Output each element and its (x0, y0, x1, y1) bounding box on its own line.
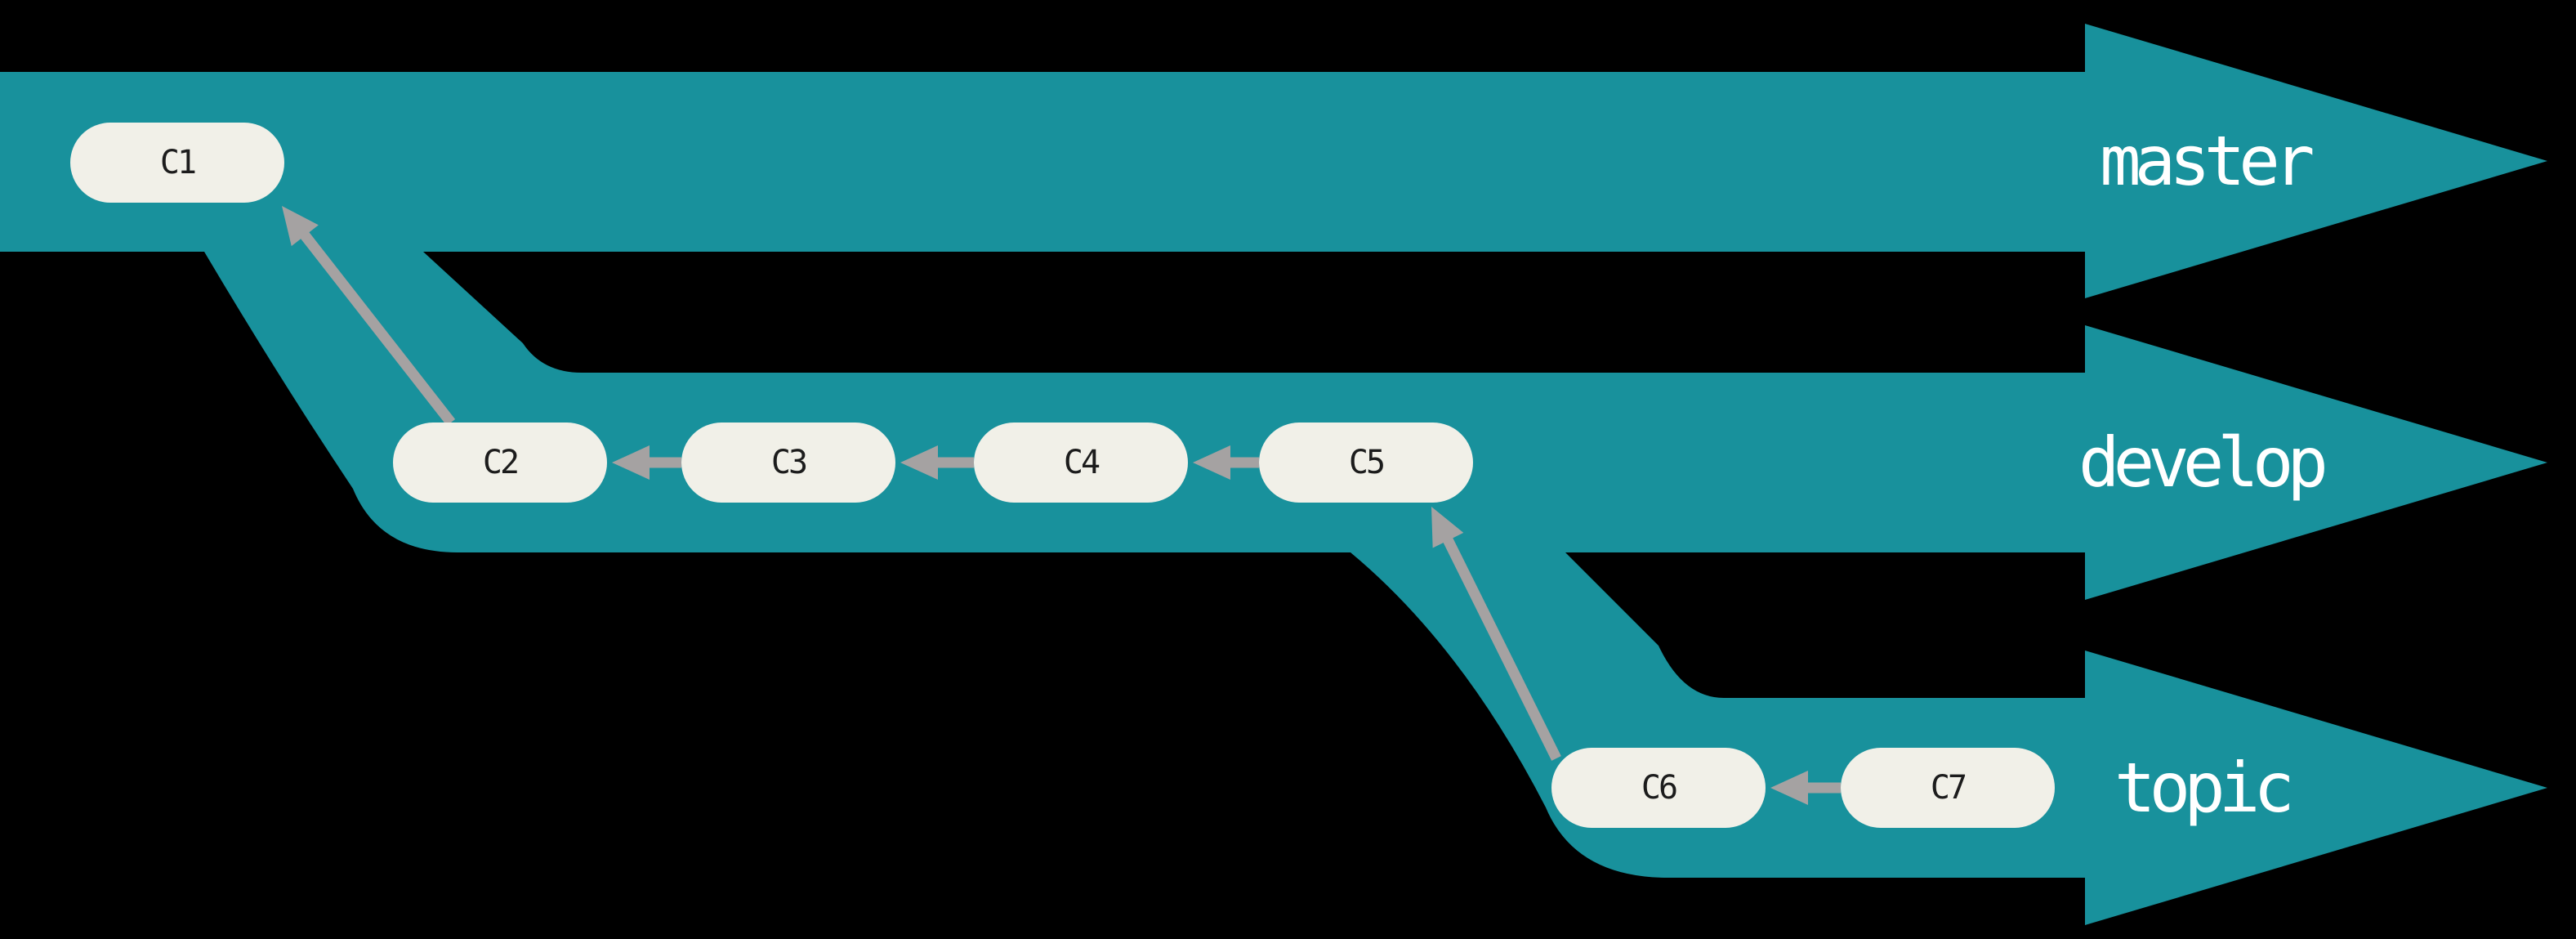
topic-band-stem (1351, 552, 2085, 878)
parent-arrowhead-icon (1431, 507, 1464, 548)
commit-pill (1841, 748, 2055, 828)
parent-arrowhead-icon (282, 206, 319, 247)
master-band-stem (0, 72, 2085, 252)
commit-label-c1: C1 (160, 144, 195, 181)
commit-node-c2: C2 (393, 423, 607, 503)
branch-band-develop: develop (204, 252, 2547, 600)
branch-band-topic: topic (1351, 552, 2547, 925)
commit-pill (1551, 748, 1766, 828)
parent-arrowhead-icon (1193, 445, 1230, 480)
parent-arrow-c6-to-c5 (1431, 507, 1561, 761)
branch-label-develop: develop (2078, 423, 2324, 503)
parent-arrow-c7-to-c6 (1770, 771, 1841, 805)
commit-node-c6: C6 (1551, 748, 1766, 828)
commit-label-c4: C4 (1064, 444, 1100, 481)
master-arrowhead-icon (2085, 24, 2547, 298)
commit-label-c5: C5 (1349, 444, 1383, 481)
parent-arrowhead-icon (1770, 771, 1808, 805)
parent-arrows-layer (282, 206, 1841, 805)
parent-arrowhead-icon (612, 445, 650, 480)
develop-arrowhead-icon (2085, 325, 2547, 600)
parent-arrow-c3-to-c2 (612, 445, 681, 480)
commit-pill (70, 123, 284, 203)
commit-label-c7: C7 (1931, 769, 1966, 807)
commit-label-c6: C6 (1641, 769, 1676, 807)
commit-node-c1: C1 (70, 123, 284, 203)
parent-arrow-c4-to-c3 (900, 445, 974, 480)
branch-band-master: master (0, 24, 2547, 298)
commit-pill (1259, 423, 1473, 503)
topic-arrowhead-icon (2085, 651, 2547, 925)
commit-node-c3: C3 (681, 423, 895, 503)
parent-arrowhead-icon (900, 445, 938, 480)
parent-arrow-c2-to-c1 (282, 206, 456, 427)
commit-label-c3: C3 (771, 444, 806, 481)
branch-label-master: master (2100, 121, 2313, 201)
commit-node-c5: C5 (1259, 423, 1473, 503)
commit-pill (681, 423, 895, 503)
parent-arrow-shaft (298, 230, 456, 427)
commit-pill (393, 423, 607, 503)
commit-label-c2: C2 (483, 444, 517, 481)
commit-node-c4: C4 (974, 423, 1188, 503)
commit-pill (974, 423, 1188, 503)
parent-arrow-c5-to-c4 (1193, 445, 1259, 480)
develop-band-stem (204, 252, 2085, 552)
commit-node-c7: C7 (1841, 748, 2055, 828)
parent-arrow-shaft (1441, 534, 1561, 761)
branch-label-topic: topic (2114, 748, 2289, 828)
